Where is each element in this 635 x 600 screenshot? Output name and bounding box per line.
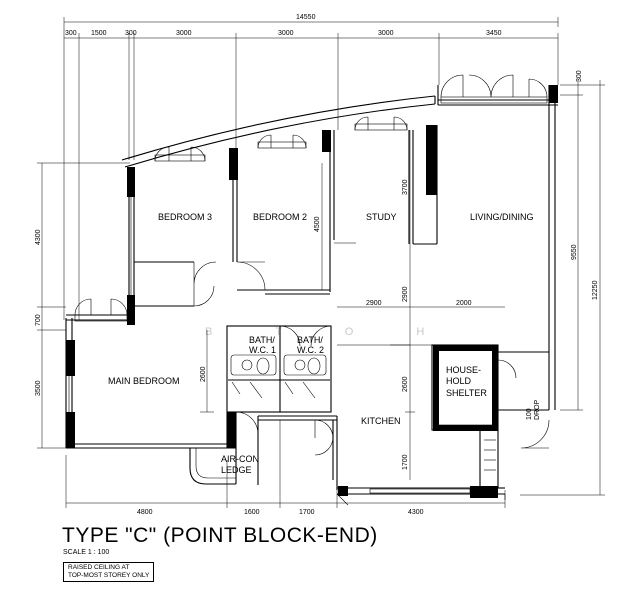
dim-top-2: 1500 — [91, 30, 107, 37]
dimension-lines — [37, 17, 605, 508]
dim-inner-4500: 4500 — [314, 216, 321, 232]
dim-left-700: 700 — [35, 314, 42, 326]
label-bedroom-2: BEDROOM 2 — [253, 212, 307, 222]
label-living-dining: LIVING/DINING — [470, 212, 534, 222]
dim-inner-1700: 1700 — [402, 454, 409, 470]
label-main-bedroom: MAIN BEDROOM — [108, 376, 180, 386]
label-bath-2-line1: BATH/ — [297, 335, 323, 345]
dim-top-right: 300 — [576, 70, 583, 82]
ceiling-note-line-2: TOP-MOST STOREY ONLY — [68, 572, 150, 579]
columns — [66, 85, 558, 498]
dim-left-3500: 3500 — [35, 380, 42, 396]
label-drop-100: 100 — [526, 408, 533, 420]
dim-inner-2600b: 2600 — [402, 376, 409, 392]
dim-top-4: 3000 — [176, 30, 192, 37]
dim-top-3: 300 — [125, 30, 137, 37]
label-aircon-line2: LEDGE — [221, 465, 252, 475]
ceiling-note-line-1: RAISED CEILING AT — [68, 564, 130, 571]
dim-inner-2000: 2000 — [456, 300, 472, 307]
watermark: B T O H — [205, 326, 454, 338]
dim-inner-2900h: 2900 — [366, 300, 382, 307]
label-shelter-line2: HOLD — [446, 376, 472, 386]
label-drop: DROP — [534, 399, 541, 420]
walls — [65, 85, 558, 495]
label-shelter-line3: SHELTER — [446, 388, 487, 398]
dimension-text: 14550 300 1500 300 3000 3000 3000 3450 3… — [35, 14, 599, 516]
dim-overall: 14550 — [296, 14, 316, 21]
dim-bottom-1600: 1600 — [244, 509, 260, 516]
label-kitchen: KITCHEN — [361, 416, 401, 426]
label-bath-1-line2: W.C. 1 — [249, 345, 276, 355]
dim-right-9550: 9550 — [571, 244, 578, 260]
dim-bottom-4800: 4800 — [137, 509, 153, 516]
windows-doors — [68, 74, 550, 506]
label-bath-1-line1: BATH/ — [249, 335, 275, 345]
dim-right-12250: 12250 — [592, 280, 599, 300]
dim-top-7: 3450 — [486, 30, 502, 37]
dim-inner-2600a: 2600 — [200, 366, 207, 382]
dim-inner-2900v: 2900 — [402, 286, 409, 302]
ceiling-note: RAISED CEILING AT TOP-MOST STOREY ONLY — [63, 562, 155, 582]
bath-fixtures — [230, 354, 327, 399]
dim-left-4300: 4300 — [35, 229, 42, 245]
label-shelter-line1: HOUSE- — [446, 365, 481, 375]
dim-inner-3700: 3700 — [402, 179, 409, 195]
plan-title: TYPE "C" (POINT BLOCK-END) — [62, 524, 378, 547]
dim-bottom-4300: 4300 — [408, 509, 424, 516]
dim-bottom-1700: 1700 — [299, 509, 315, 516]
label-bath-2-line2: W.C. 2 — [297, 345, 324, 355]
room-labels: BEDROOM 3 BEDROOM 2 STUDY LIVING/DINING … — [108, 212, 541, 475]
dim-top-1: 300 — [65, 30, 77, 37]
label-aircon-line1: AIR-CON — [221, 454, 259, 464]
dim-top-5: 3000 — [278, 30, 294, 37]
label-bedroom-3: BEDROOM 3 — [158, 212, 212, 222]
plan-scale: SCALE 1 : 100 — [63, 549, 110, 556]
dim-top-6: 3000 — [378, 30, 394, 37]
label-study: STUDY — [366, 212, 397, 222]
